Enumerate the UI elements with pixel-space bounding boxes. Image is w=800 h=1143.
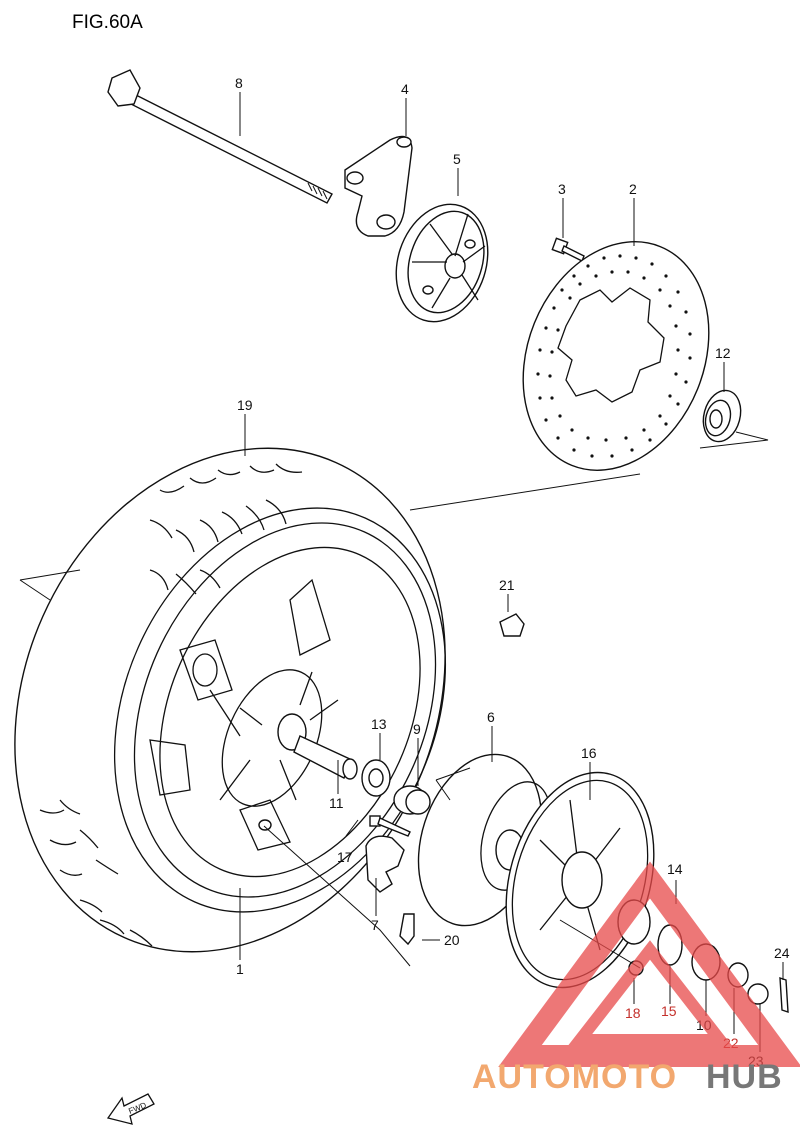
- watermark-hub: HUB: [706, 1058, 783, 1096]
- cush-damper: [499, 613, 525, 637]
- label-20: 20: [444, 932, 460, 948]
- label-13: 13: [371, 716, 387, 732]
- label-17: 17: [337, 849, 353, 865]
- leader-lines: [239, 92, 784, 1052]
- label-15: 15: [661, 1003, 677, 1019]
- bearing: [702, 389, 742, 443]
- axle-shaft: [107, 69, 333, 204]
- fwd-arrow: FWD: [106, 1093, 155, 1125]
- label-4: 4: [401, 81, 409, 97]
- label-24: 24: [774, 945, 790, 961]
- label-7: 7: [371, 917, 379, 933]
- rear-wheel-assembly: [14, 447, 447, 953]
- hub-plate: [395, 203, 489, 323]
- label-16: 16: [581, 745, 597, 761]
- watermark-triangle-icon: [498, 861, 800, 1067]
- watermark-auto: AUTOMOTO: [472, 1058, 677, 1096]
- label-6: 6: [487, 709, 495, 725]
- label-21: 21: [499, 577, 515, 593]
- label-3: 3: [558, 181, 566, 197]
- disc-holes: [536, 254, 692, 458]
- caliper-bracket: [344, 135, 413, 237]
- label-12: 12: [715, 345, 731, 361]
- chain-adjuster: [365, 835, 405, 893]
- label-9: 9: [413, 721, 421, 737]
- disc-bolt: [551, 237, 585, 262]
- adjuster-bolt: [369, 815, 411, 837]
- figure-title: FIG.60A: [72, 12, 143, 33]
- tire-valve: [399, 913, 415, 946]
- label-18: 18: [625, 1005, 641, 1021]
- label-19: 19: [237, 397, 253, 413]
- label-2: 2: [629, 181, 637, 197]
- brake-disc: [522, 241, 710, 471]
- watermark: AUTOMOTO HUB: [472, 861, 800, 1096]
- label-8: 8: [235, 75, 243, 91]
- label-11: 11: [329, 795, 344, 811]
- label-5: 5: [453, 151, 461, 167]
- label-1: 1: [236, 961, 244, 977]
- label-14: 14: [667, 861, 683, 877]
